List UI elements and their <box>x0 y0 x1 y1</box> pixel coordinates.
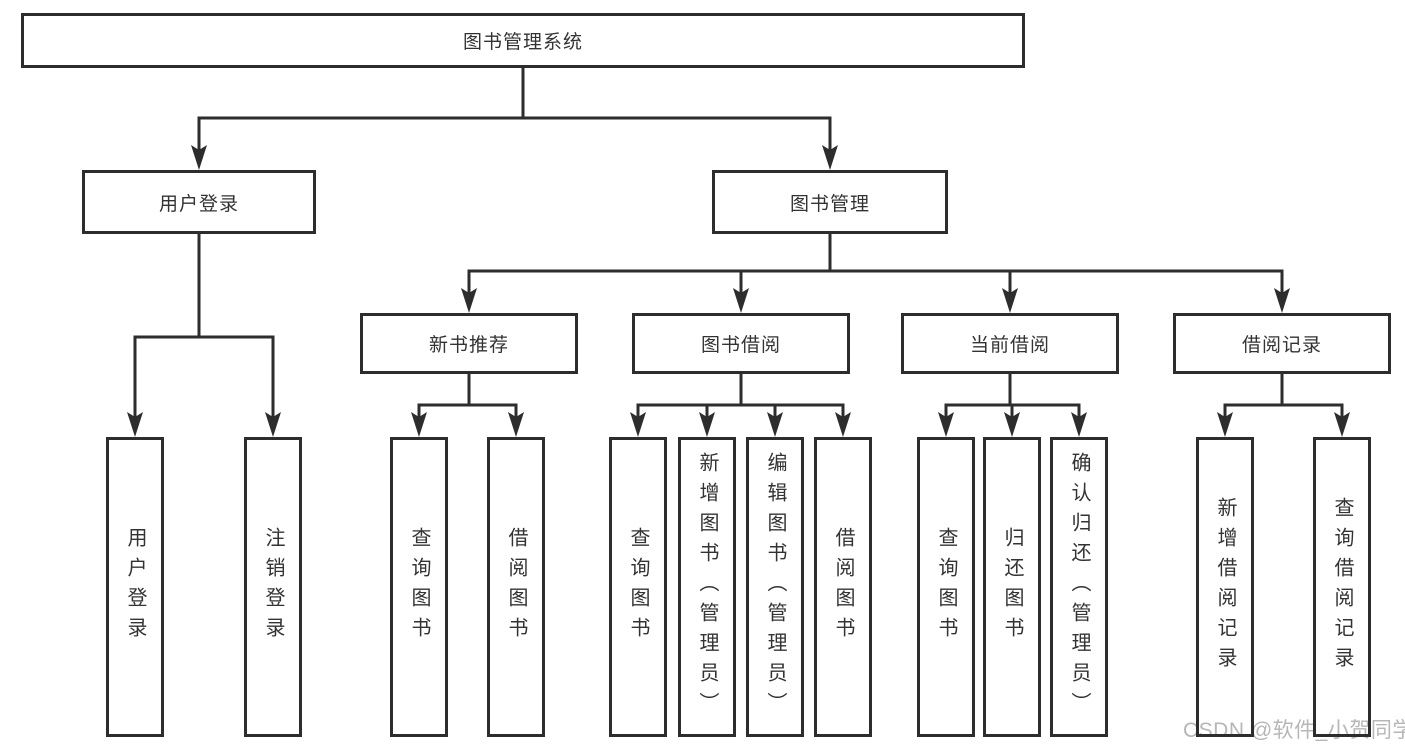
node-label: 新书推荐 <box>428 335 509 356</box>
node-query-books-current: 查询图书 <box>917 437 975 737</box>
node-add-borrow-record: 新增借阅记录 <box>1196 437 1254 737</box>
node-user-login-leaf: 用户登录 <box>106 437 164 737</box>
node-label: 查询图书 <box>627 527 649 647</box>
node-label: 注销登录 <box>262 527 284 647</box>
node-label: 用户登录 <box>158 193 239 215</box>
node-book-borrowing: 图书借阅 <box>632 313 850 374</box>
node-edit-book-admin: 编辑图书（管理员） <box>746 437 804 737</box>
node-query-borrow-record: 查询借阅记录 <box>1313 437 1371 737</box>
node-user-login: 用户登录 <box>82 170 316 234</box>
node-logout: 注销登录 <box>244 437 302 737</box>
node-label: 用户登录 <box>124 527 146 647</box>
node-label: 图书管理 <box>789 193 870 215</box>
node-borrow-books-recommend: 借阅图书 <box>487 437 545 737</box>
node-label: 新增借阅记录 <box>1214 497 1236 677</box>
node-new-book-recommendation: 新书推荐 <box>360 313 578 374</box>
node-label: 借阅图书 <box>832 527 854 647</box>
node-label: 查询图书 <box>935 527 957 647</box>
node-query-books-recommend: 查询图书 <box>390 437 448 737</box>
node-label: 借阅记录 <box>1241 335 1322 356</box>
node-current-borrowing: 当前借阅 <box>901 313 1119 374</box>
node-label: 新增图书（管理员） <box>696 452 718 722</box>
node-library-management-system: 图书管理系统 <box>21 13 1025 68</box>
node-book-management: 图书管理 <box>712 170 948 234</box>
node-label: 归还图书 <box>1001 527 1023 647</box>
node-label: 编辑图书（管理员） <box>764 452 786 722</box>
node-label: 图书管理系统 <box>462 32 583 53</box>
node-label: 确认归还（管理员） <box>1068 452 1090 722</box>
node-label: 图书借阅 <box>700 335 781 356</box>
node-label: 借阅图书 <box>505 527 527 647</box>
node-add-book-admin: 新增图书（管理员） <box>678 437 736 737</box>
node-query-books-borrowing: 查询图书 <box>609 437 667 737</box>
node-borrow-books-borrowing: 借阅图书 <box>814 437 872 737</box>
node-borrowing-records: 借阅记录 <box>1173 313 1391 374</box>
node-label: 查询借阅记录 <box>1331 497 1353 677</box>
node-label: 当前借阅 <box>969 335 1050 356</box>
node-confirm-return-admin: 确认归还（管理员） <box>1050 437 1108 737</box>
node-return-book: 归还图书 <box>983 437 1041 737</box>
node-label: 查询图书 <box>408 527 430 647</box>
